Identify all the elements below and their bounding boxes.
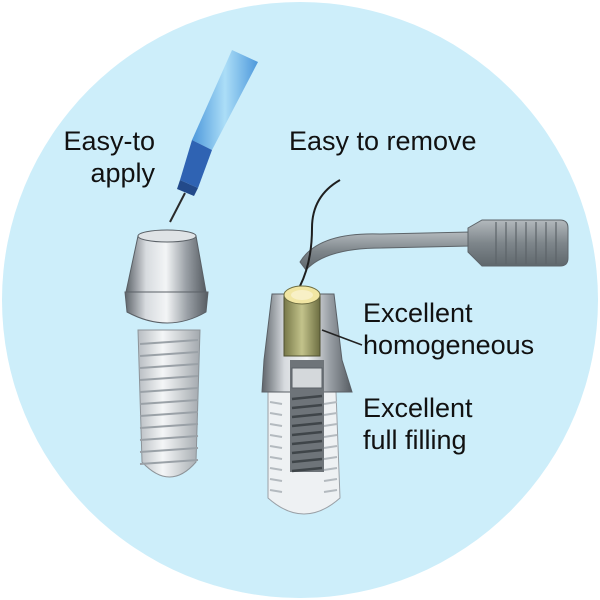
label-easy-to-apply-2: apply	[90, 158, 155, 188]
dental-implant-abutment-icon	[124, 229, 209, 478]
label-easy-to-apply-1: Easy-to	[63, 126, 155, 156]
label-excellent-full-filling-2: full filling	[363, 425, 467, 455]
label-easy-to-remove: Easy to remove	[289, 126, 477, 156]
syringe-applicator-icon	[169, 50, 258, 223]
dental-probe-icon	[299, 179, 569, 287]
label-excellent-homogeneous-2: homogeneous	[363, 330, 535, 360]
leader-line	[321, 329, 363, 346]
label-excellent-homogeneous-1: Excellent	[363, 298, 473, 328]
label-excellent-full-filling-1: Excellent	[363, 393, 473, 423]
dental-implant-cross-section-icon	[261, 285, 353, 515]
